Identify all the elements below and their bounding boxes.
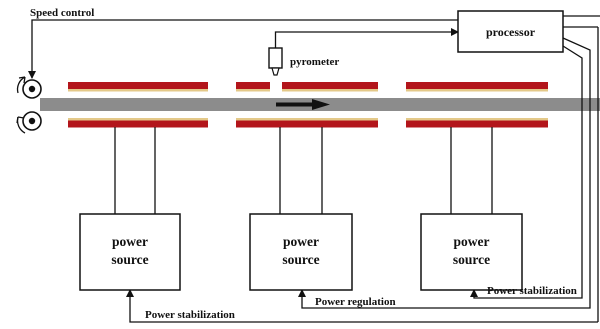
power-source-2-line2: source	[282, 252, 319, 267]
power-source-1-line2: source	[111, 252, 148, 267]
power-stabilization-left-line	[126, 289, 598, 323]
power-stabilization-right-label: Power stabilization	[487, 285, 577, 297]
power-stabilization-right-line	[470, 276, 583, 299]
drive-rollers	[16, 76, 42, 134]
power-source-2-line1: power	[283, 234, 319, 249]
power-source-2	[249, 213, 353, 291]
speed-control-line	[28, 19, 458, 79]
pyrometer-sensor	[268, 28, 459, 76]
heater-zone-1	[68, 82, 208, 128]
power-source-1-line1: power	[112, 234, 148, 249]
pyrometer-label: pyrometer	[290, 56, 339, 68]
connectors	[114, 127, 493, 214]
power-source-3	[420, 213, 523, 291]
power-source-1	[79, 213, 181, 291]
processor-label: processor	[486, 25, 536, 39]
power-regulation-line	[298, 288, 591, 309]
heater-zone-2	[236, 82, 378, 128]
power-regulation-label: Power regulation	[315, 296, 396, 308]
speed-control-label: Speed control	[30, 7, 94, 19]
processor-box	[457, 10, 564, 53]
power-source-3-line1: power	[454, 234, 490, 249]
power-stabilization-left-label: Power stabilization	[145, 309, 235, 321]
power-source-3-line2: source	[453, 252, 490, 267]
heater-zone-3	[406, 82, 548, 128]
